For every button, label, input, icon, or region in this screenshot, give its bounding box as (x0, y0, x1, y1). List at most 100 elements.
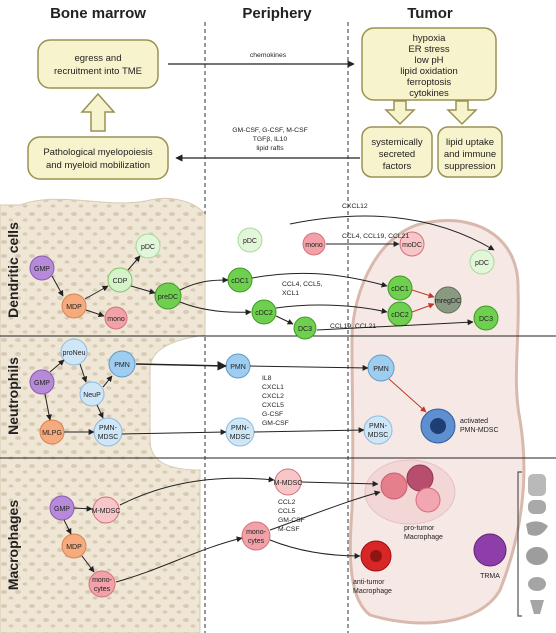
intestine-icon (528, 500, 546, 514)
mregdc-label: mregDC (435, 298, 461, 305)
cell-pmn-periphery: PMN (225, 353, 251, 379)
arrow-cdc2-mregdc (411, 303, 435, 313)
down-arrow-right-icon (446, 100, 478, 126)
mono-factor-2: CCL5 (278, 508, 296, 515)
cell-m-mdsc-bm: M-MDSC (92, 496, 121, 524)
row-neutrophils: Neutrophils (5, 357, 21, 435)
lung-icon (528, 474, 546, 496)
secreted-line-2: secreted (379, 149, 415, 160)
dc3-periphery-label: DC3 (298, 326, 312, 333)
mlpg-label: MLPG (42, 430, 62, 437)
arrow-cdc1-mregdc (411, 289, 435, 299)
m-mdsc-periphery-label: M-MDSC (274, 480, 303, 487)
cell-dc3-tumor: DC3 (473, 305, 499, 331)
neutro-factor-3: CXCL2 (262, 393, 284, 400)
predc-label: preDC (158, 294, 178, 301)
ccl4-ccl19-label: CCL4, CCL19, CCL21 (342, 233, 409, 240)
pmn-mdsc-bm-line-1: PMN- (99, 425, 118, 432)
row-dendritic: Dendritic cells (5, 222, 21, 318)
arrow-mdp-monocytes (81, 555, 95, 573)
arrow-pmn-activated (388, 378, 427, 413)
egress-line-1: egress and (74, 53, 121, 64)
cell-mregdc: mregDC (434, 286, 462, 314)
pmn-mdsc-bm-line-2: MDSC (98, 434, 119, 441)
cell-pdc-tumor: pDC (469, 249, 495, 275)
systemic-line-1: GM-CSF, G-CSF, M-CSF (232, 127, 308, 134)
ccl19-ccl21-label: CCL19, CCL21 (330, 323, 376, 330)
organ-bracket-icon (517, 471, 522, 617)
arrow-gmp-mdp (63, 519, 72, 535)
cell-cdp: CDP (107, 267, 133, 293)
secreted-factors-box: systemically secreted factors (361, 126, 433, 178)
neutro-factor-1: IL8 (262, 375, 272, 382)
arrow-monocytes-antitumor (269, 539, 361, 559)
cell-cdc2-tumor: cDC2 (387, 301, 413, 327)
mono-factor-1: CCL2 (278, 499, 296, 506)
cell-dc3-periphery: DC3 (293, 316, 317, 340)
arrow-gmp-mmdsc (73, 505, 93, 512)
pdc-tumor-label: pDC (475, 260, 489, 267)
cell-proneu: proNeu (60, 338, 88, 366)
trma-label: TRMA (480, 573, 500, 580)
stress-ferroptosis: ferroptosis (407, 77, 452, 88)
arrow-mmdsc-tumor (300, 480, 379, 487)
cxcl12-label: CXCL12 (342, 203, 368, 210)
lipid-line-2: and immune (444, 149, 496, 160)
arrow-mdp-cdp (84, 285, 109, 300)
arrow-predc-cdc1 (179, 277, 229, 291)
arrow-cdc1-tumor (251, 272, 388, 288)
pdc-periphery-label: pDC (243, 238, 257, 245)
lipid-line-1: lipid uptake (446, 137, 494, 148)
secreted-line-3: factors (383, 161, 412, 172)
pmn-mdsc-tumor-line-1: PMN- (369, 423, 388, 430)
cell-monocytes-bm: mono- cytes (88, 570, 116, 598)
arrow-monocytes-protumor (269, 490, 381, 531)
cell-mono-periphery-dc: mono (302, 232, 326, 256)
cell-predc: preDC (154, 282, 182, 310)
skin-icon (530, 600, 544, 614)
systemic-line-3: lipid rafts (256, 145, 284, 152)
pmn-mdsc-tumor-line-2: MDSC (368, 432, 389, 439)
mdp-label: MDP (66, 304, 82, 311)
gmp-macro-label: GMP (54, 506, 70, 513)
cell-monocytes-periphery: mono- cytes (241, 521, 271, 551)
neup-label: NeuP (83, 392, 101, 399)
activated-line-1: activated (460, 418, 488, 425)
pmn-periphery-label: PMN (230, 364, 246, 371)
cdp-label: CDP (113, 278, 128, 285)
cell-pmn-mdsc-bm: PMN- MDSC (93, 417, 123, 447)
arrow-gmp-proneu (49, 359, 65, 373)
header-bone-marrow: Bone marrow (50, 5, 146, 22)
header-tumor: Tumor (407, 5, 453, 22)
cdc2-tumor-label: cDC2 (391, 312, 409, 319)
arrow-dc3-tumor (316, 319, 474, 331)
stress-ph: low pH (414, 55, 443, 66)
arrow-pmnmdsc-periphery (121, 429, 227, 436)
pmn-mdsc-periphery-line-2: MDSC (230, 434, 251, 441)
lipid-uptake-box: lipid uptake and immune suppression (437, 126, 503, 178)
pro-tumor-line-2: Macrophage (404, 534, 443, 541)
cell-modc: moDC (399, 231, 425, 257)
liver-icon (526, 521, 548, 536)
ccl4-ccl5-line-1: CCL4, CCL5, (282, 281, 323, 288)
cell-cdc1-tumor: cDC1 (387, 275, 413, 301)
down-arrow-left-icon (384, 100, 416, 126)
cell-mlpg: MLPG (39, 419, 65, 445)
pro-tumor-macrophage-cluster: pro-tumor Macrophage (364, 459, 456, 541)
dc3-tumor-label: DC3 (479, 316, 493, 323)
arrow-mdp-mono (85, 309, 105, 318)
cell-mdp-dc: MDP (61, 293, 87, 319)
cell-gmp-macro: GMP (49, 495, 75, 521)
mono-bm-label: mono (107, 316, 125, 323)
neutro-factor-4: CXCL5 (262, 402, 284, 409)
mdp-macro-label: MDP (66, 544, 82, 551)
cell-activated-pmn-mdsc: activated PMN-MDSC (420, 408, 499, 444)
mono-periphery-label: mono (305, 242, 323, 249)
myelopoiesis-line-1: Pathological myelopoiesis (43, 147, 153, 158)
m-mdsc-bm-label: M-MDSC (92, 508, 121, 515)
cell-pmn-tumor: PMN (367, 354, 395, 382)
gmp-label: GMP (34, 266, 50, 273)
cell-m-mdsc-periphery: M-MDSC (274, 468, 303, 496)
monocytes-bm-line-2: cytes (94, 586, 111, 593)
arrow-cdp-predc (130, 285, 156, 295)
